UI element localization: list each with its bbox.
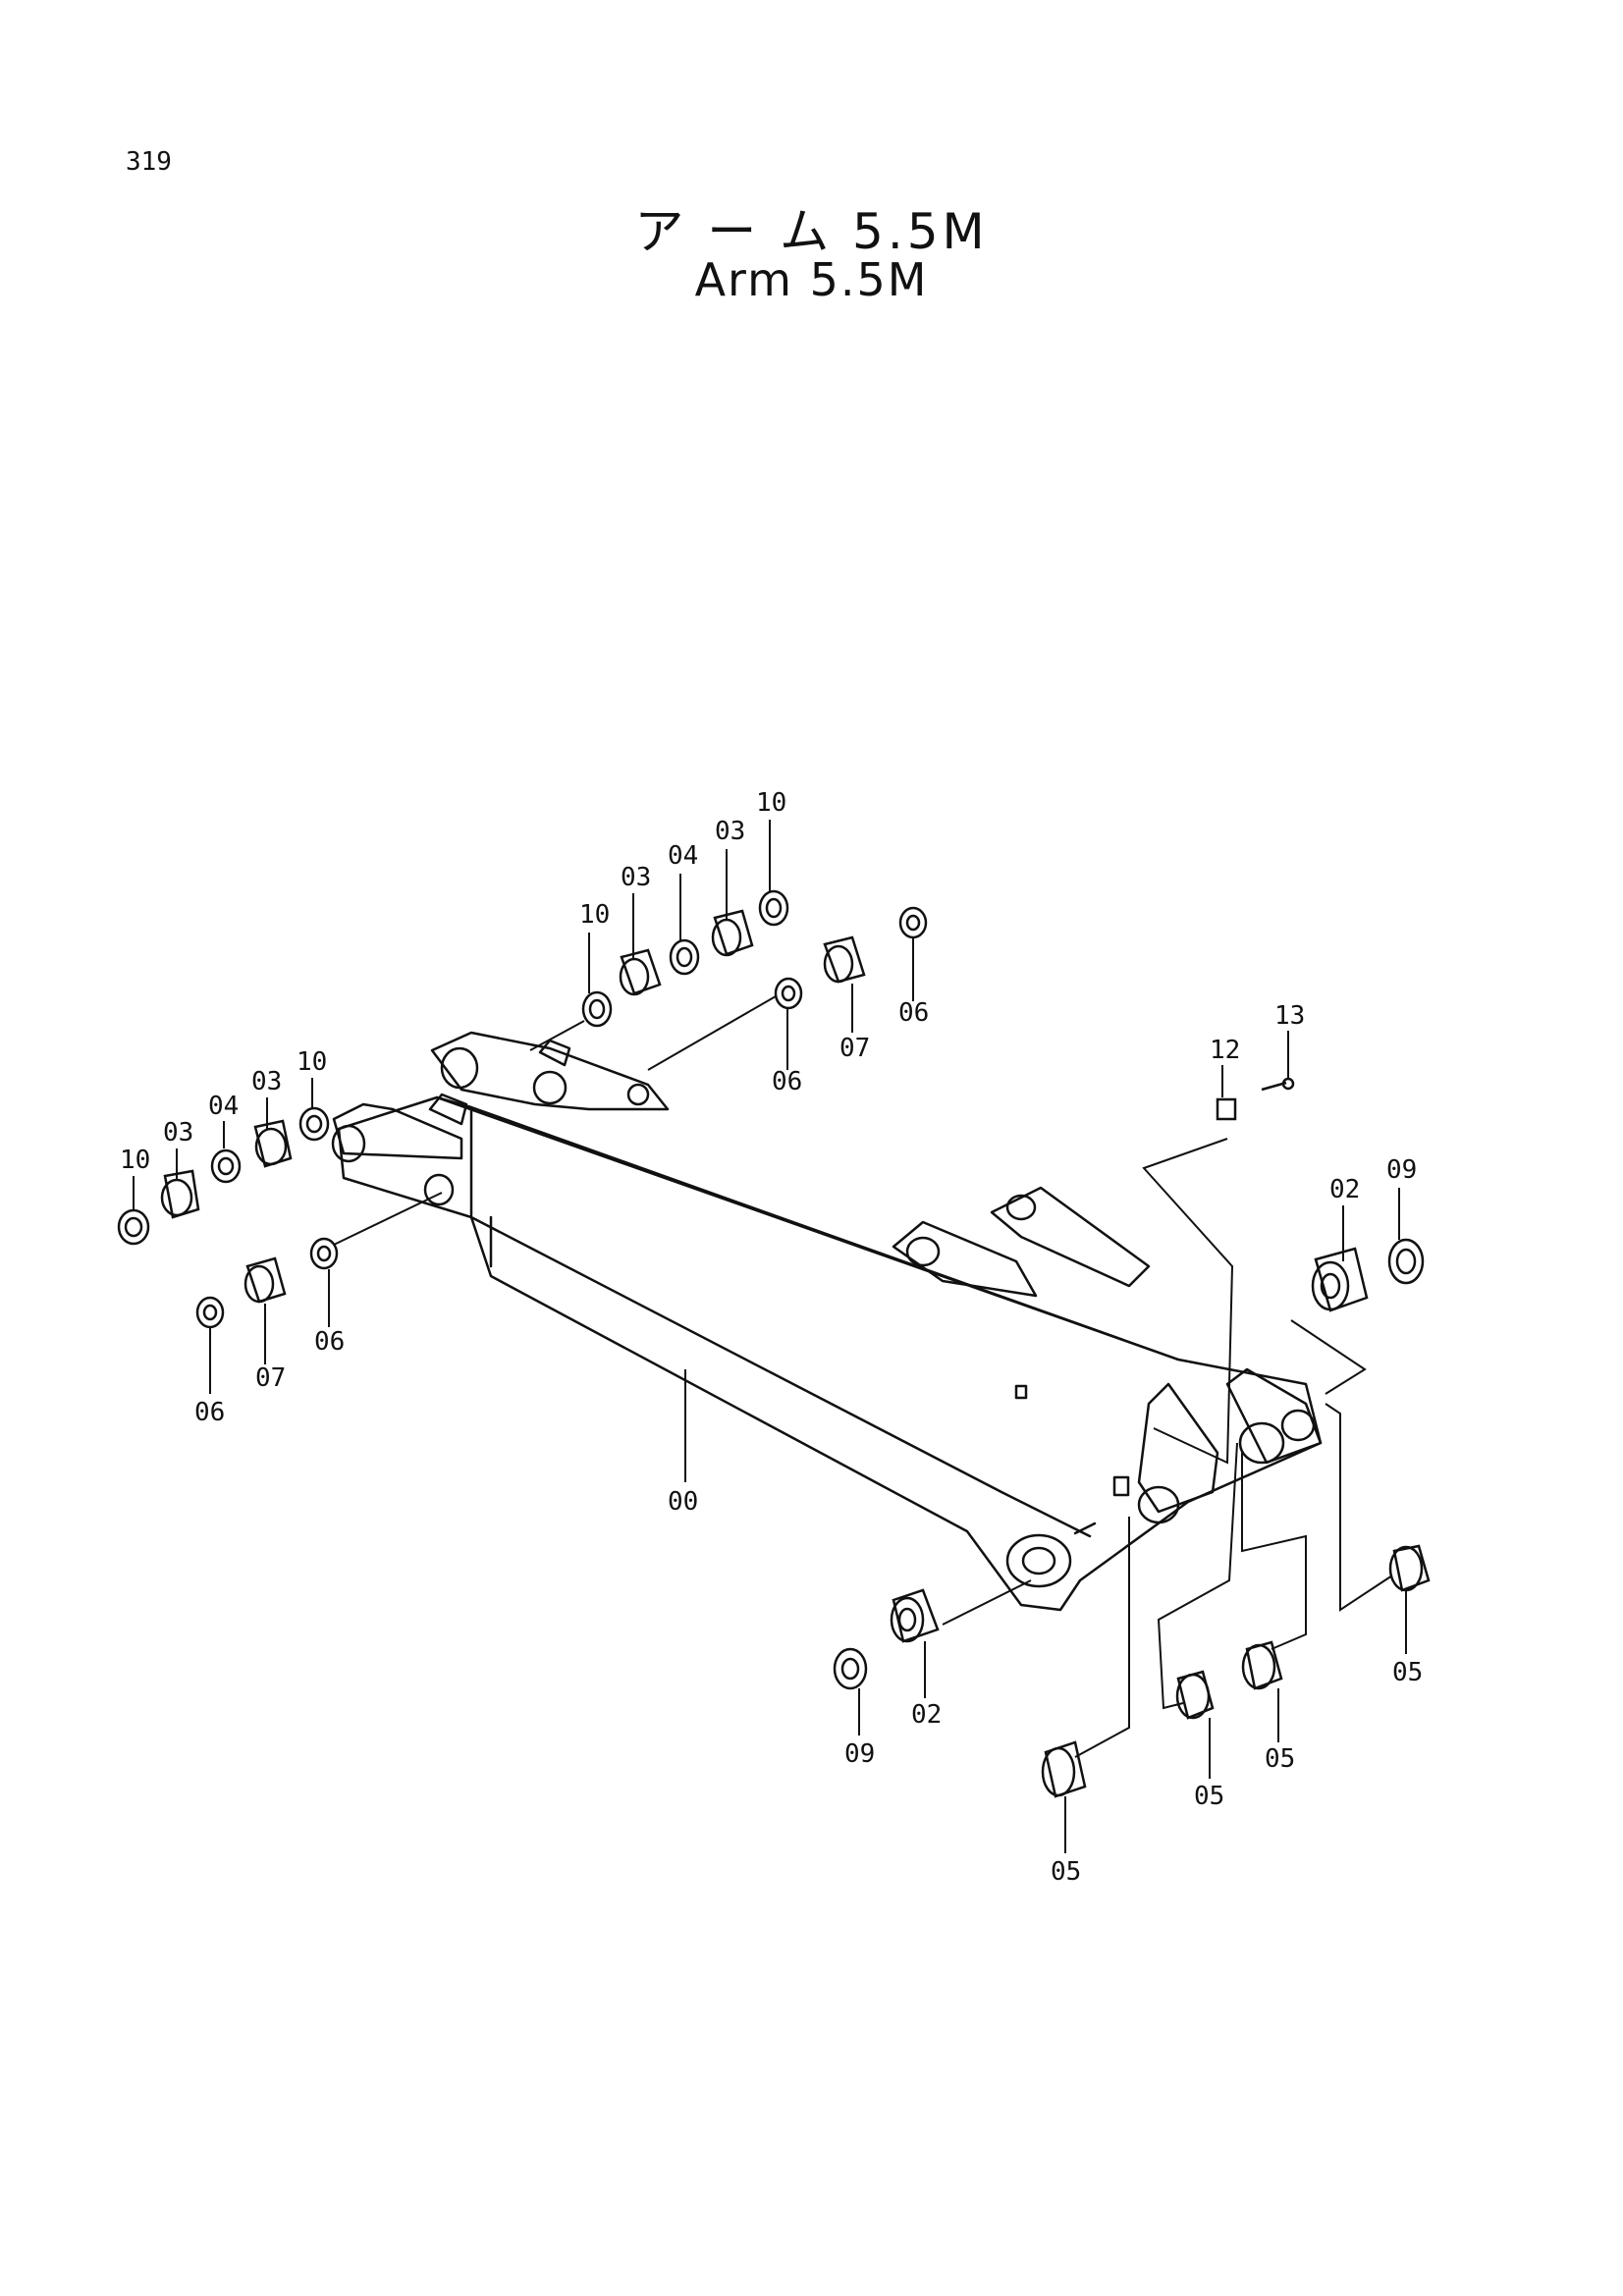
- right-parts: [833, 1077, 1431, 1798]
- callout-label: 12: [1210, 1036, 1240, 1065]
- callout-label: 02: [1329, 1175, 1360, 1204]
- callout-label: 10: [297, 1047, 327, 1077]
- parts-group: [117, 889, 1431, 1798]
- callout-label: 10: [120, 1146, 150, 1175]
- title-japanese: ア ー ム 5.5M: [634, 203, 989, 260]
- callout-label: 10: [756, 788, 786, 818]
- callout-label: 03: [163, 1118, 193, 1148]
- lower-pin-row: [117, 1106, 339, 1329]
- page-number: 319: [126, 147, 172, 177]
- callout-label: 00: [668, 1487, 698, 1517]
- callout-label: 03: [251, 1067, 282, 1096]
- callout-labels: 10 03 04 03 10 06 07 06 10 03 04 03 10 0…: [120, 788, 1423, 1887]
- callout-label: 05: [1194, 1782, 1224, 1811]
- callout-label: 07: [839, 1034, 870, 1063]
- assembly-leaders: [333, 995, 1393, 1758]
- callout-label: 04: [668, 841, 698, 871]
- callout-label: 05: [1392, 1658, 1423, 1687]
- upper-pin-row: [581, 889, 928, 1028]
- callout-label: 06: [314, 1327, 345, 1357]
- callout-label: 02: [911, 1700, 942, 1730]
- callout-label: 07: [255, 1363, 286, 1393]
- callout-label: 05: [1051, 1857, 1081, 1887]
- callout-label: 06: [194, 1398, 225, 1427]
- callout-label: 03: [621, 863, 651, 892]
- callout-label: 09: [844, 1739, 875, 1769]
- callout-label: 09: [1386, 1155, 1417, 1185]
- callout-label: 06: [772, 1067, 802, 1096]
- callout-label: 10: [579, 900, 610, 930]
- callout-label: 06: [898, 998, 929, 1028]
- arm-body: [331, 1031, 1323, 1612]
- callout-label: 05: [1265, 1744, 1295, 1774]
- callout-label: 03: [715, 817, 745, 846]
- callout-label: 04: [208, 1092, 239, 1121]
- callout-label: 13: [1274, 1001, 1305, 1031]
- title-english: Arm 5.5M: [694, 253, 929, 306]
